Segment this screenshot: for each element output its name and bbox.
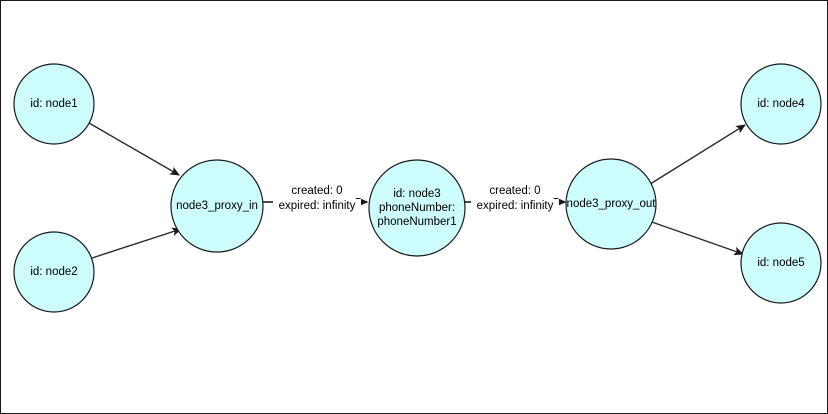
node-node1[interactable]: id: node1 [13,63,95,145]
nodes-layer: id: node1 id: node2 node3_proxy_in id: node… [13,63,822,313]
edge-label-text: created: 0 [291,185,342,197]
edge-node2-to-node3_proxy_in[interactable] [88,227,182,260]
edge-node3_proxy_out-to-node4[interactable] [646,124,746,187]
node-node3[interactable]: id: node3 phoneNumber: phoneNumber1 [368,159,466,257]
edge-label-text: expired: infinity [279,200,356,212]
node-label-node1: id: node1 [30,98,77,110]
node-circle-node3_proxy_out[interactable] [565,158,657,250]
node-label-node3: id: node3 [393,188,440,200]
node-label-node3: phoneNumber1 [377,216,456,228]
edge-label-backdrop [471,184,559,198]
node-circle-node4[interactable] [740,63,822,145]
edge-node3_proxy_out-to-node5[interactable] [648,220,744,256]
node-circle-node3_proxy_in[interactable] [170,159,264,253]
node-node2[interactable]: id: node2 [13,231,95,313]
edge-label-text: expired: infinity [477,200,554,212]
node-node5[interactable]: id: node5 [740,222,822,304]
node-node3_proxy_in[interactable]: node3_proxy_in [170,159,264,253]
node-circle-node5[interactable] [740,222,822,304]
node-label-node3_proxy_out: node3_proxy_out [567,198,657,210]
edge-label-backdrop [273,199,361,213]
node-label-node3_proxy_in: node3_proxy_in [176,200,258,212]
edge-label-node3-to-node3_proxy_out: created: 0 expired: infinity [471,184,559,213]
edge-label-text: created: 0 [489,185,540,197]
edge-labels-layer: created: 0 expired: infinity created: 0 exp… [273,184,559,213]
node-node3_proxy_out[interactable]: node3_proxy_out [565,158,657,250]
node-label-node2: id: node2 [30,266,77,278]
edge-label-node3_proxy_in-to-node3: created: 0 expired: infinity [273,184,361,213]
edge-label-backdrop [471,199,559,213]
node-label-node5: id: node5 [757,257,804,269]
node-label-node3: phoneNumber: [379,202,455,214]
node-circle-node1[interactable] [13,63,95,145]
node-label-node4: id: node4 [757,98,805,110]
edge-node1-to-node3_proxy_in[interactable] [88,122,180,176]
node-circle-node2[interactable] [13,231,95,313]
node-node4[interactable]: id: node4 [740,63,822,145]
edge-label-backdrop [273,184,361,198]
node-circle-node3[interactable] [368,159,466,257]
